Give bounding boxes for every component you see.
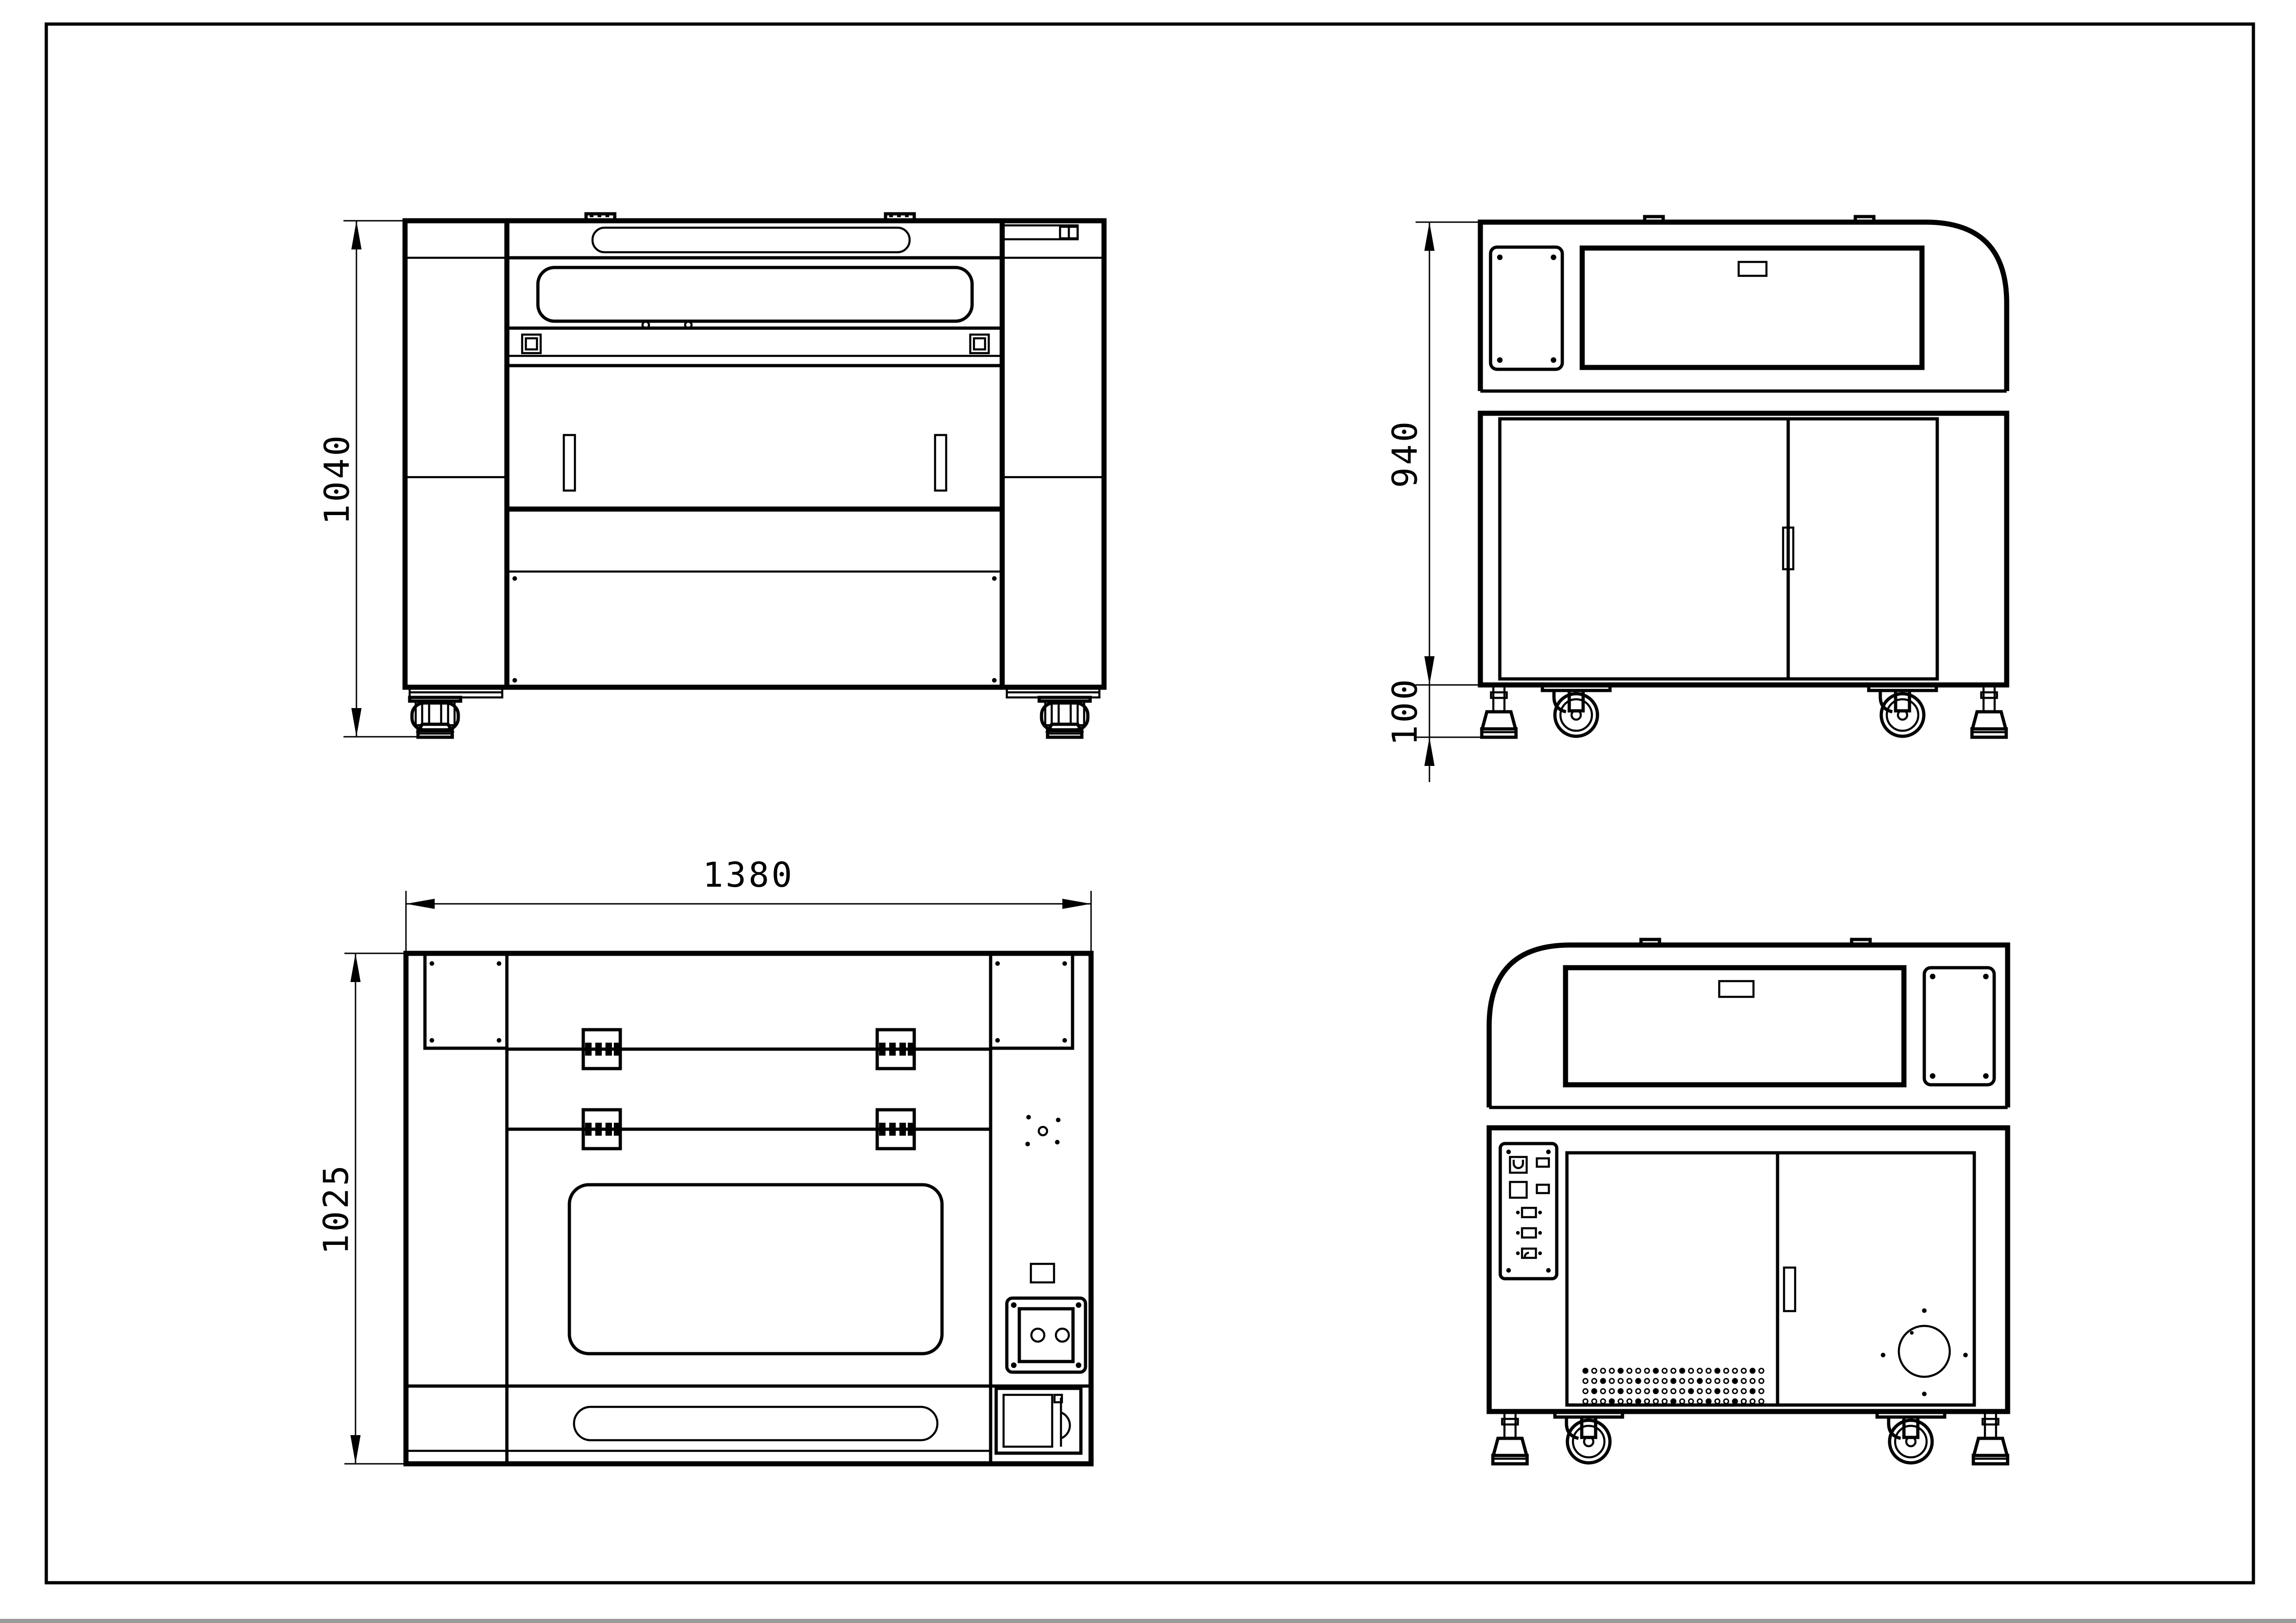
hinge — [877, 1030, 914, 1069]
side-view: 940 100 — [1385, 215, 2009, 782]
cabinet-door-handle — [1782, 526, 1795, 571]
exhaust-port — [1881, 1308, 1968, 1396]
dim-top-depth: 1025 — [317, 952, 406, 1465]
top-marker-cluster — [1025, 1115, 1061, 1146]
front-door-handles — [562, 434, 948, 492]
top-rear-left-block — [423, 952, 509, 1050]
hinge — [583, 1030, 620, 1069]
top-display-cutout — [1029, 1262, 1055, 1284]
lid-hinge-bumps — [584, 212, 916, 223]
lid-window-top — [568, 1183, 944, 1356]
top-view: 1380 1025 — [317, 855, 1094, 1467]
front-handle-slot-top — [573, 1405, 939, 1442]
dim-side-height: 940 — [1385, 221, 1480, 686]
control-display-panel — [1002, 224, 1079, 241]
dim-top-width-label: 1380 — [703, 855, 794, 895]
lid-handle-slot — [591, 226, 911, 254]
side-window — [1579, 245, 1925, 370]
rear-right-foot — [1973, 1412, 2008, 1464]
side-left-caster — [1542, 685, 1610, 736]
rear-window-handle — [1718, 980, 1755, 998]
rear-corner-panel — [1922, 966, 1996, 1087]
hinge — [583, 1110, 620, 1149]
drawing-frame — [44, 22, 2255, 1585]
side-right-foot — [1972, 685, 2006, 737]
side-right-caster — [1869, 685, 1936, 736]
rear-right-caster — [1877, 1412, 1945, 1463]
dim-front-height-label: 1040 — [318, 433, 357, 525]
top-corner-box — [994, 1387, 1083, 1455]
rear-left-foot — [1493, 1412, 1527, 1464]
side-left-foot — [1482, 685, 1516, 737]
dim-side-height-label: 940 — [1385, 419, 1425, 488]
dim-side-base-label: 100 — [1385, 677, 1425, 746]
side-rear-panel — [1489, 245, 1564, 371]
hinge — [877, 1110, 914, 1149]
rear-connector-panel — [1498, 1142, 1559, 1281]
vent-grid — [1582, 1368, 1765, 1405]
front-left-caster — [410, 697, 461, 737]
rear-window — [1563, 965, 1907, 1088]
front-view: 1040 — [318, 212, 1107, 738]
front-right-caster — [1039, 697, 1090, 737]
door-latches — [521, 333, 990, 354]
image-bottom-edge — [0, 1619, 2296, 1623]
top-rear-right-block — [989, 952, 1074, 1050]
front-window — [536, 266, 974, 323]
dim-top-depth-label: 1025 — [317, 1163, 356, 1255]
dim-top-width: 1380 — [405, 855, 1092, 953]
top-socket-panel — [1005, 1296, 1087, 1374]
dim-front-height: 1040 — [318, 220, 419, 738]
rear-left-caster — [1555, 1412, 1622, 1463]
rear-side-view — [1486, 938, 2010, 1464]
rear-door-handle — [1783, 1266, 1797, 1312]
dim-side-base: 100 — [1385, 677, 1481, 782]
side-window-handle — [1737, 261, 1768, 277]
